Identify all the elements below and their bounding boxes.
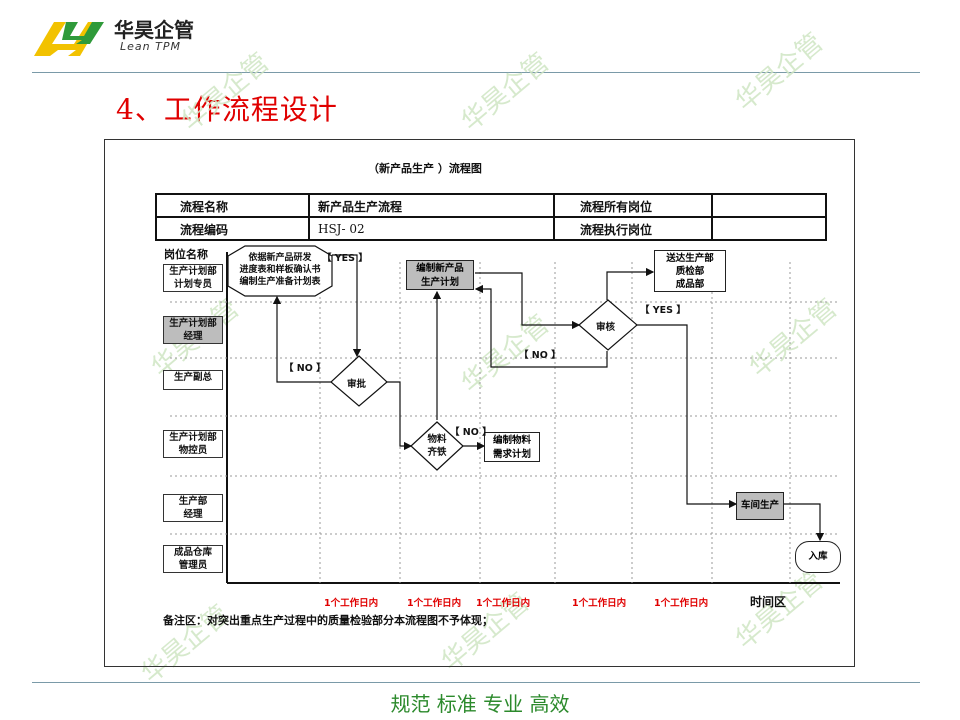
logo-cn-text: 华昊企管 xyxy=(114,18,194,42)
logo: 华昊企管 Lean TPM xyxy=(32,14,222,58)
footer-slogan: 规范 标准 专业 高效 xyxy=(390,692,570,716)
logo-mark-icon xyxy=(34,22,104,56)
role-material-controller: 生产计划部 物控员 xyxy=(163,430,223,458)
no-label: 【 NO 】 xyxy=(284,363,326,374)
role-vp-production: 生产副总 xyxy=(163,370,223,390)
process-name-value: 新产品生产流程 xyxy=(318,199,403,214)
material-node-text: 物料 齐铁 xyxy=(427,434,447,458)
time-label: 1个工作日内 xyxy=(572,598,627,609)
approve-node-text: 审批 xyxy=(347,379,367,390)
start-node xyxy=(227,245,333,297)
workshop-node: 车间生产 xyxy=(736,492,784,520)
diagram-frame xyxy=(104,139,855,667)
review-node-text: 审核 xyxy=(596,322,616,333)
deliver-node: 送达生产部 质检部 成品部 xyxy=(654,250,726,292)
no-label: 【 NO 】 xyxy=(519,350,561,361)
page-title: 4、工作流程设计 xyxy=(116,93,338,126)
start-node-text: 依据新产品研发 进度表和样板确认书 编制生产准备计划表 xyxy=(239,253,321,287)
process-owner-label: 流程所有岗位 xyxy=(580,199,653,214)
material-decision xyxy=(410,421,464,471)
role-production-manager: 生产部 经理 xyxy=(163,494,223,522)
role-planner: 生产计划部 计划专员 xyxy=(163,264,223,292)
review-decision xyxy=(578,299,638,351)
roles-header: 岗位名称 xyxy=(164,248,208,261)
process-exec-label: 流程执行岗位 xyxy=(580,222,653,237)
yes-label: 【 YES 】 xyxy=(322,253,368,264)
time-axis-label: 时间区 xyxy=(750,595,787,609)
top-divider xyxy=(32,72,920,73)
process-code-label: 流程编码 xyxy=(180,222,229,237)
time-label: 1个工作日内 xyxy=(407,598,462,609)
time-label: 1个工作日内 xyxy=(324,598,379,609)
diagram-title: （新产品生产 ）流程图 xyxy=(368,162,482,175)
store-node: 入库 xyxy=(795,541,841,573)
process-name-label: 流程名称 xyxy=(180,199,229,214)
role-warehouse-keeper: 成品仓库 管理员 xyxy=(163,545,223,573)
logo-en-text: Lean TPM xyxy=(120,40,181,53)
purchase-node: 编制物料 需求计划 xyxy=(484,432,540,462)
note-text: 备注区：对突出重点生产过程中的质量检验部分本流程图不予体现； xyxy=(163,614,493,627)
process-code-value: HSJ- 02 xyxy=(318,222,365,236)
time-label: 1个工作日内 xyxy=(476,598,531,609)
plan-node: 编制新产品 生产计划 xyxy=(406,260,474,290)
yes-label: 【 YES 】 xyxy=(640,305,686,316)
no-label: 【 NO 】 xyxy=(450,427,492,438)
bottom-divider xyxy=(32,682,920,683)
time-label: 1个工作日内 xyxy=(654,598,709,609)
approve-decision xyxy=(330,355,388,407)
role-plan-manager: 生产计划部 经理 xyxy=(163,316,223,344)
